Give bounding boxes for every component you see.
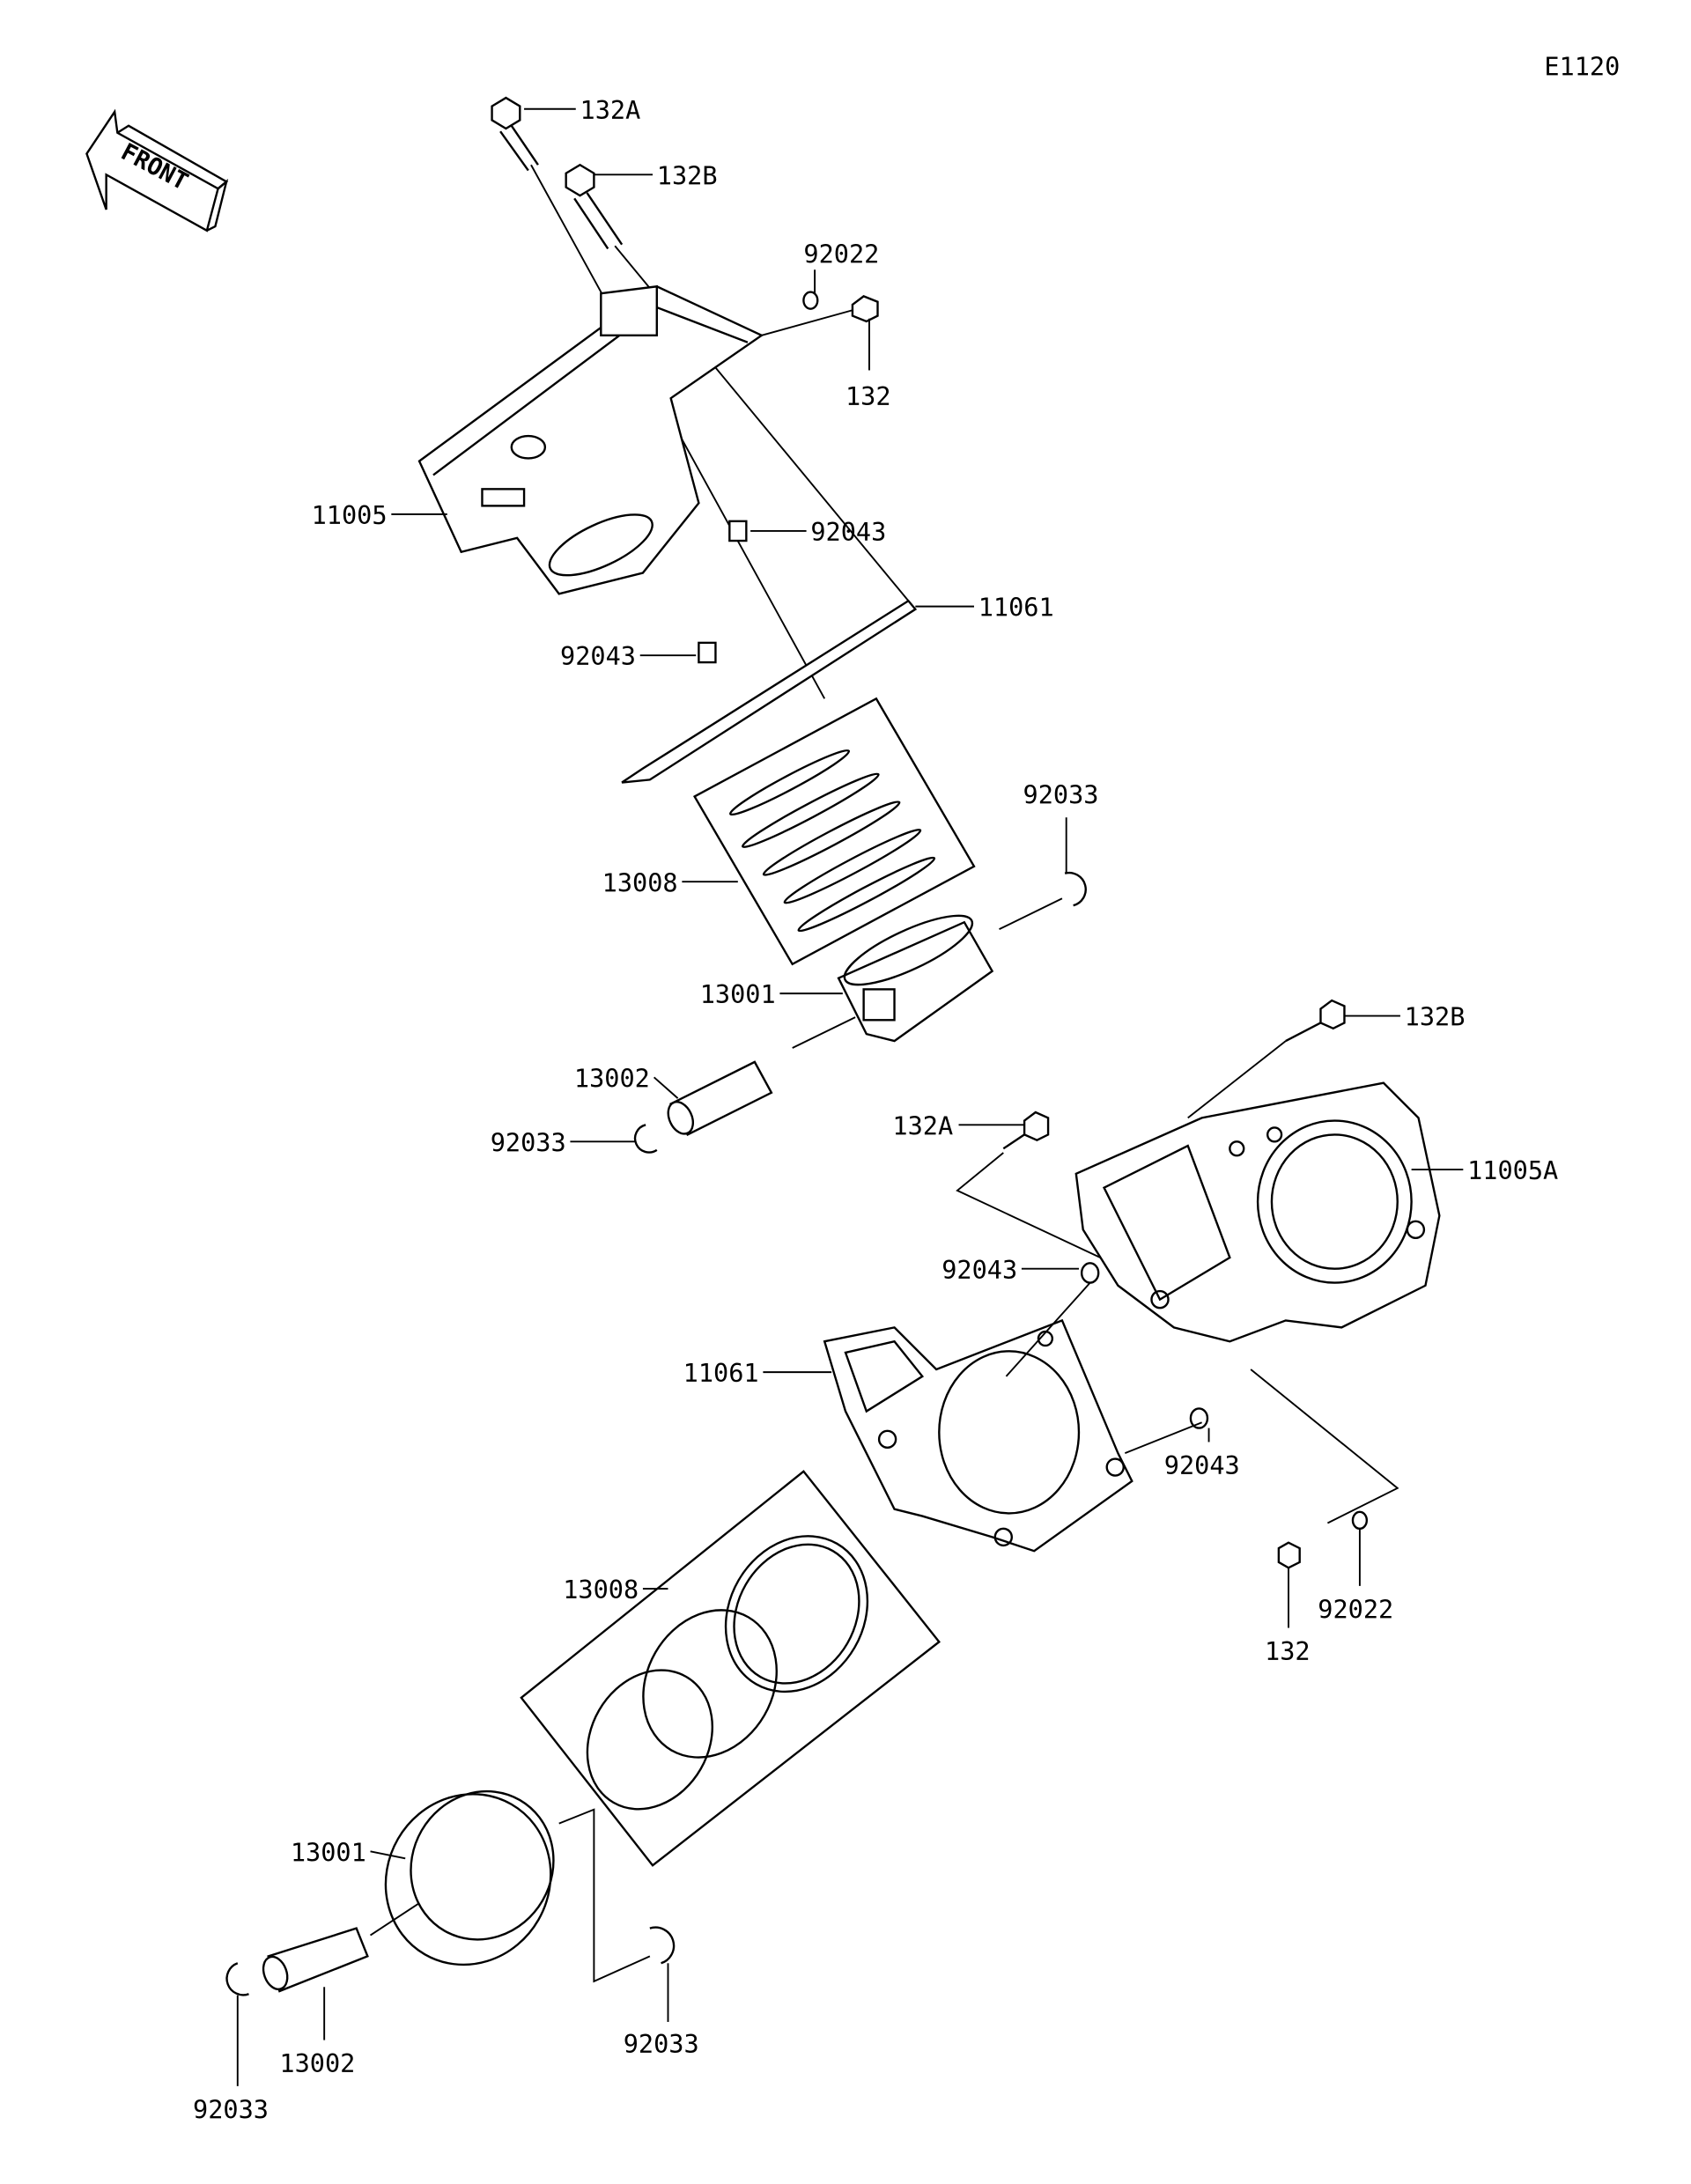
washer-92022-bottom [1351,1510,1369,1531]
bolt-132b-bottom [1285,999,1346,1043]
dowel-92043-lower [698,641,717,664]
circlip-92033-right-bottom [649,1926,676,1965]
label-92033-right-top: 92033 [1023,779,1099,809]
label-13002-bottom: 13002 [279,2048,355,2078]
label-13008-bottom: 13008 [563,1575,639,1605]
top-cylinder-assembly [417,96,1087,1154]
label-132a-bottom: 132A [892,1110,953,1140]
washer-92022-top [802,291,819,310]
label-13001-top: 13001 [700,979,776,1009]
label-11061-top: 11061 [978,593,1054,623]
label-92043-lower: 92043 [560,641,636,671]
label-11005a: 11005A [1467,1155,1558,1185]
label-132b-top: 132B [657,160,718,190]
label-13001-bottom: 13001 [291,1837,366,1867]
dowel-92043-left [1080,1262,1100,1284]
gasket-11061-bottom [823,1318,1133,1553]
label-92022-top: 92022 [803,239,879,269]
label-11005: 11005 [312,500,388,530]
label-92033-right-bottom: 92033 [624,2029,699,2059]
front-arrow-icon: FRONT [85,108,229,232]
gasket-11061-top [621,599,918,784]
label-11061-bottom: 11061 [683,1358,759,1388]
label-92022-bottom: 92022 [1318,1594,1393,1624]
dowel-92043-upper [728,520,748,542]
label-92043-left: 92043 [941,1255,1017,1285]
piston-13001-top [837,914,994,1043]
label-13002-top: 13002 [574,1063,650,1093]
circlip-92033-right-top [1064,871,1087,907]
bottom-cylinder-assembly [225,999,1441,1996]
label-13008-top: 13008 [602,867,678,897]
ring-set-13008-top [692,697,976,966]
piston-13001-bottom [384,1789,555,1966]
bolt-132b-top [565,163,624,250]
label-92033-left-bottom: 92033 [193,2094,269,2124]
circlip-92033-left-top [633,1124,658,1154]
bolt-132a-bottom [1002,1110,1050,1150]
piston-pin-13002-bottom [262,1927,369,1993]
bolt-132a-top [491,96,539,172]
label-92043-right: 92043 [1164,1450,1240,1480]
bolt-132-bottom [1277,1541,1301,1569]
label-132a-top: 132A [580,95,641,125]
label-92043-upper: 92043 [810,517,886,547]
cylinder-11005 [417,284,764,595]
piston-pin-13002-top [667,1060,773,1136]
label-132-top: 132 [846,381,891,411]
label-92033-left-top: 92033 [491,1127,566,1157]
ring-set-13008-bottom [520,1470,941,1867]
label-132-bottom: 132 [1265,1636,1311,1666]
cylinder-11005A [1074,1081,1441,1343]
dowel-92043-right [1189,1407,1209,1429]
bolt-132-top [851,295,879,323]
diagram-code: E1120 [1544,52,1620,82]
circlip-92033-left-bottom [225,1962,249,1996]
label-132b-bottom: 132B [1405,1002,1466,1032]
